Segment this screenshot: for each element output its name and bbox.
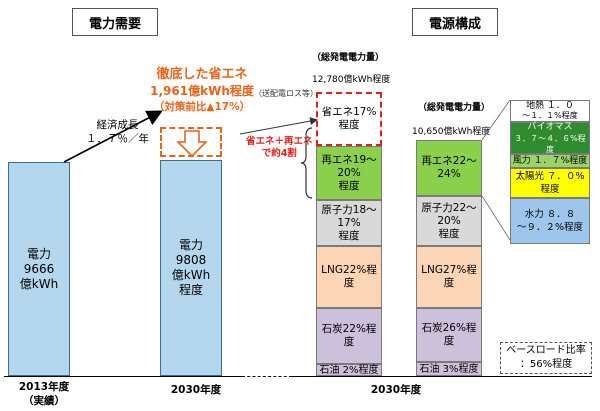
hydro-b: ～９．２%程度 [516, 222, 584, 233]
stack2-nuclear: 原子力22～20% 程度 [416, 196, 482, 246]
saving-line1: 徹底した省エネ [156, 67, 248, 82]
geo-a: 地熱 １．０ [526, 101, 574, 111]
baseload-line1: ベースロード比率 [506, 345, 586, 356]
saving-annotation: 徹底した省エネ 1,961億kWh程度 （対策前比▲17%） [138, 67, 266, 115]
axis-line-supply [292, 376, 592, 377]
stack2-renew-label: 再エネ22～24% [421, 155, 477, 180]
demand-2030-line1: 電力 [178, 238, 203, 252]
down-arrow-icon [176, 130, 208, 158]
breakdown-connector [482, 100, 511, 241]
stack1-lng-label: LNG22%程度 [321, 264, 377, 289]
demand-2013-line2: 9666 [23, 261, 55, 276]
demand-2013-line1: 電力 [26, 246, 51, 261]
total-label-1: （総発電電力量） [312, 53, 385, 63]
demand-2030-line4: 程度 [178, 283, 203, 297]
stack2-oil: 石油 3%程度 [416, 362, 482, 376]
wind-label: 風力 １．７%程度 [512, 155, 588, 166]
xlabel-2030-demand: 2030年度 [170, 384, 222, 396]
xlabel-2013-year: 2013年度 [18, 381, 70, 393]
demand-2030-line3: 億kWh [171, 268, 211, 282]
solar-label: 太陽光 ７．０%程度 [515, 171, 585, 195]
growth-arrow [63, 110, 163, 163]
stack2-nuclear-b: 程度 [438, 227, 460, 240]
stack1-renew: 再エネ19～20% 程度 [316, 146, 382, 200]
saving-line2: 1,961億kWh程度 [150, 84, 254, 98]
stack2-coal: 石炭26%程度 [416, 308, 482, 362]
demand-2013-line3: 億kWh [19, 276, 59, 291]
stack2-oil-label: 石油 3%程度 [419, 363, 479, 375]
stack1-nuclear-a: 原子力18～17% [321, 203, 377, 229]
stack1-oil: 石油 2%程度 [316, 364, 382, 376]
xlabel-2013: 2013年度 （実績） [8, 380, 80, 408]
breakdown-solar: 太陽光 ７．０%程度 [510, 168, 590, 198]
stack1-saving-label: 省エネ17%程度 [321, 106, 377, 131]
xlabel-2030-supply: 2030年度 [370, 384, 422, 396]
demand-2030-line2: 9808 [175, 253, 207, 267]
supply-header-label: 電源構成 [428, 16, 481, 32]
stack1-coal: 石炭22%程度 [316, 308, 382, 364]
hydro-a: 水力 ８．８ [524, 209, 576, 220]
total-value-2: 10,650億kWh程度 [412, 127, 491, 137]
saving-line3: （対策前比▲17%） [153, 101, 251, 113]
stack2-lng-label: LNG27%程度 [421, 264, 477, 289]
stack1-renew-b: 程度 [338, 179, 360, 192]
stack2-nuclear-a: 原子力22～20% [421, 201, 477, 227]
stack1-coal-label: 石炭22%程度 [321, 323, 377, 348]
renew-brace [300, 127, 313, 199]
breakdown-hydro: 水力 ８．８ ～９．２%程度 [510, 198, 590, 244]
biomass-b: ３．７～４．６%程度 [514, 133, 586, 154]
axis-gap-dashed [242, 376, 292, 377]
stack1-saving: 省エネ17%程度 [316, 92, 382, 146]
xlabel-2013-sub: （実績） [23, 395, 65, 407]
axis-line-demand [4, 376, 242, 377]
demand-header: 電力需要 [72, 8, 158, 36]
breakdown-wind: 風力 １．７%程度 [510, 154, 590, 168]
renew-note-line1: 省エネ＋再エネ [246, 136, 313, 147]
stack2-renew: 再エネ22～24% [416, 140, 482, 196]
renew-note: 省エネ＋再エネ で約4割 [246, 136, 313, 160]
demand-bar-2030: 電力 9808 億kWh 程度 [160, 160, 222, 376]
renew-arrow [239, 117, 318, 135]
stack1-nuclear-b: 程度 [338, 229, 360, 242]
total-value-1: 12,780億kWh程度 [312, 75, 391, 85]
renew-note-line2: で約4割 [261, 148, 297, 159]
stack1-lng: LNG22%程度 [316, 246, 382, 308]
biomass-a: バイオマス [527, 121, 573, 132]
baseload-box: ベースロード比率 ：56%程度 [500, 342, 592, 374]
geo-b: ～１．１%程度 [522, 111, 578, 120]
stack1-renew-a: 再エネ19～20% [321, 153, 377, 179]
supply-header: 電源構成 [412, 8, 498, 36]
demand-bar-2013: 電力 9666 億kWh [8, 162, 70, 376]
loss-note: （送配電ロス等） [254, 89, 318, 98]
baseload-line2: ：56%程度 [519, 359, 573, 370]
stack2-coal-label: 石炭26%程度 [421, 322, 477, 347]
total-label-2: （総発電電力量） [418, 103, 491, 113]
stack1-nuclear: 原子力18～17% 程度 [316, 200, 382, 246]
stack2-lng: LNG27%程度 [416, 246, 482, 308]
breakdown-biomass: バイオマス ３．７～４．６%程度 [510, 122, 590, 154]
stack1-oil-label: 石油 2%程度 [319, 364, 379, 376]
breakdown-geothermal: 地熱 １．０ ～１．１%程度 [510, 100, 590, 122]
demand-header-label: 電力需要 [88, 16, 141, 32]
